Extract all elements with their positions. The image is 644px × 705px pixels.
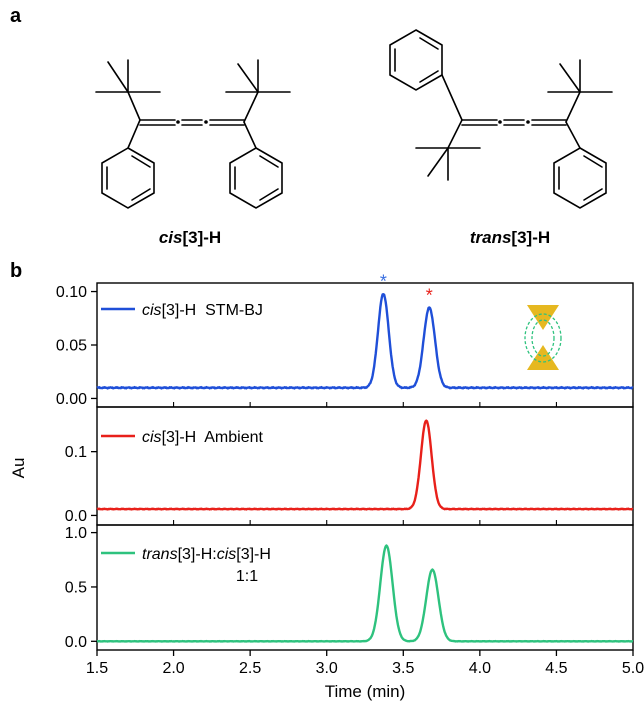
cis-molecule-label: cis[3]-H bbox=[159, 228, 221, 247]
x-tick-label: 3.5 bbox=[392, 660, 414, 677]
series-line bbox=[96, 544, 634, 643]
y-tick-label: 0.05 bbox=[56, 338, 87, 355]
peak-marker: * bbox=[426, 286, 433, 306]
trans-molecule-structure bbox=[389, 29, 613, 209]
y-tick-label: 1.0 bbox=[65, 525, 87, 542]
x-tick-label: 3.0 bbox=[316, 660, 338, 677]
x-tick-label: 4.5 bbox=[545, 660, 567, 677]
chart-panel-top: 0.00 0.05 0.10 * * bbox=[56, 272, 634, 408]
trans-molecule-label: trans[3]-H bbox=[470, 228, 550, 247]
chart-panel-bottom: 0.0 0.5 1.0 1.5 2.0 2.5 3.0 3.5 4.0 4.5 5.0 bbox=[65, 524, 644, 677]
y-tick-label: 0.10 bbox=[56, 284, 87, 301]
series-line bbox=[96, 419, 634, 511]
stm-break-junction-icon bbox=[524, 305, 562, 370]
y-tick-label: 0.00 bbox=[56, 391, 87, 408]
y-tick-label: 0.5 bbox=[65, 579, 87, 596]
x-tick-label: 2.5 bbox=[239, 660, 261, 677]
x-tick-label: 4.0 bbox=[469, 660, 491, 677]
legend-label-bottom: trans[3]-H:cis[3]-H bbox=[142, 546, 271, 563]
y-tick-label: 0.0 bbox=[65, 634, 87, 651]
y-tick-label: 0.1 bbox=[65, 444, 87, 461]
x-tick-label: 2.0 bbox=[162, 660, 184, 677]
y-axis-label: Au bbox=[9, 458, 28, 479]
x-tick-label: 1.5 bbox=[86, 660, 108, 677]
plot-frame bbox=[96, 524, 634, 651]
peak-marker: * bbox=[380, 272, 387, 292]
series-line bbox=[96, 293, 634, 390]
panel-a-letter: a bbox=[10, 5, 22, 27]
legend-ratio-bottom: 1:1 bbox=[236, 568, 258, 585]
x-tick-label: 5.0 bbox=[622, 660, 644, 677]
y-tick-label: 0.0 bbox=[65, 508, 87, 525]
x-axis-label: Time (min) bbox=[325, 682, 406, 701]
chart-panel-middle: 0.0 0.1 bbox=[65, 406, 634, 526]
plot-frame bbox=[96, 406, 634, 526]
legend-label-middle: cis[3]-H Ambient bbox=[142, 429, 263, 446]
legend-label-top: cis[3]-H STM-BJ bbox=[142, 302, 263, 319]
cis-molecule-structure bbox=[95, 59, 291, 209]
panel-b-letter: b bbox=[10, 260, 22, 282]
